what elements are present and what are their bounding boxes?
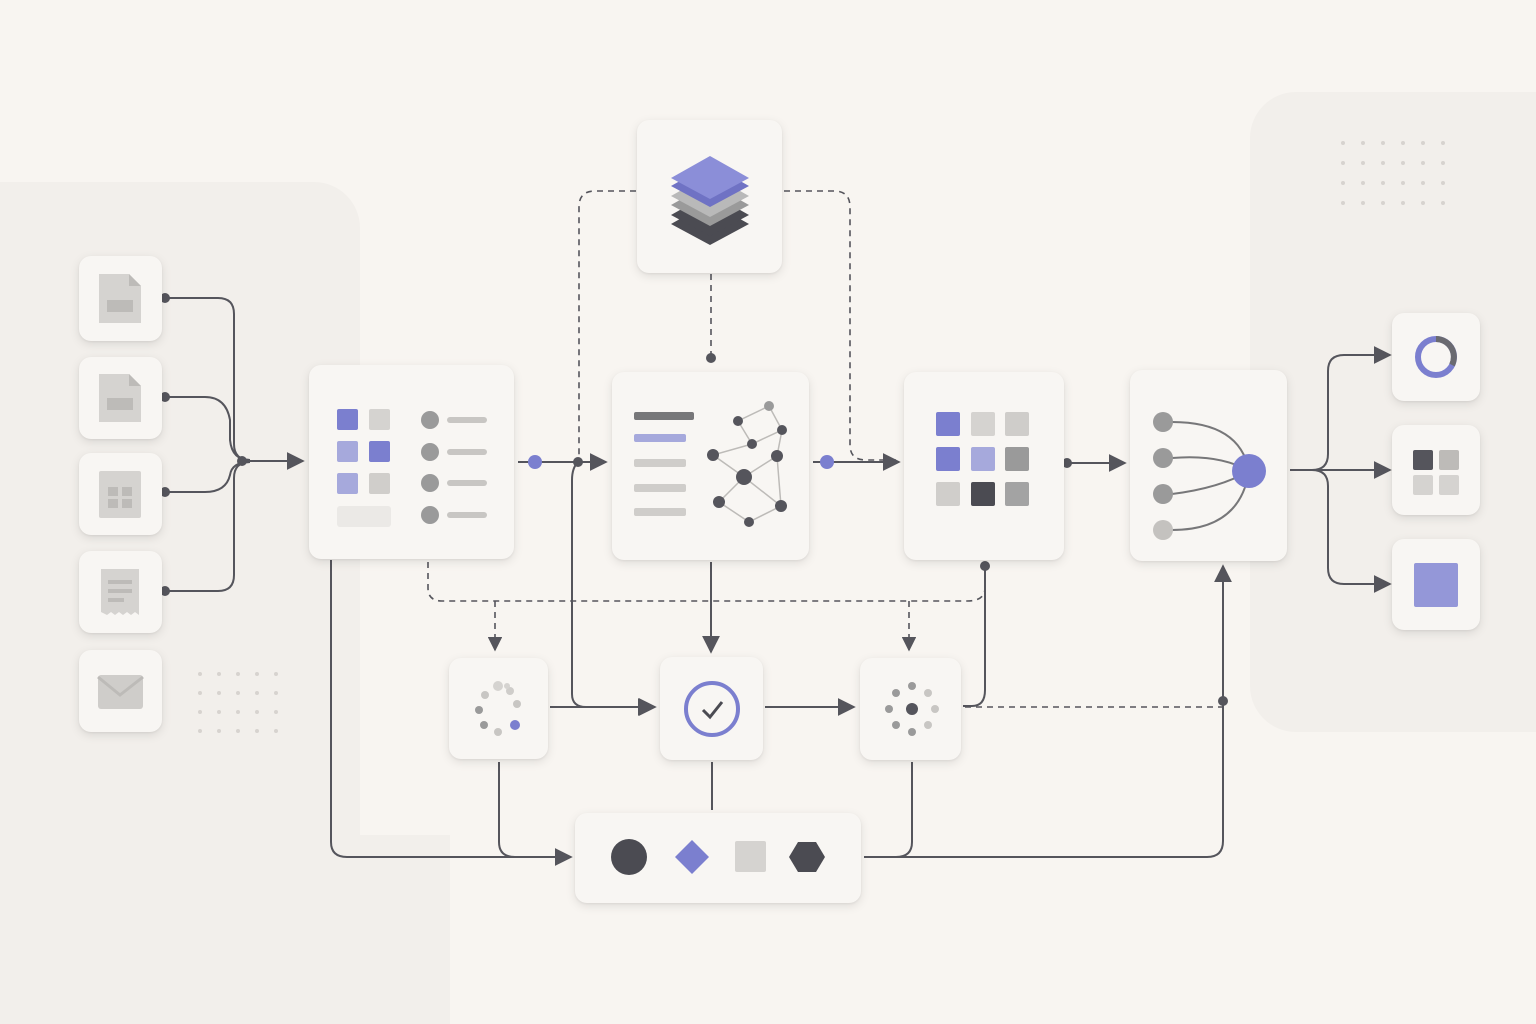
decorative-dot <box>217 729 221 733</box>
network-graph-icon <box>634 401 787 527</box>
diamond-shape-icon <box>675 840 709 874</box>
decorative-dot <box>198 710 202 714</box>
input-card-document-1[interactable] <box>79 256 162 341</box>
decorative-dot <box>1441 141 1445 145</box>
decorative-dot <box>1401 181 1405 185</box>
dashed-connectors <box>427 190 1223 708</box>
right-background-panel <box>1250 92 1536 732</box>
decorative-dot <box>1381 141 1385 145</box>
decorative-dot <box>236 691 240 695</box>
decorative-dot <box>1401 141 1405 145</box>
filled-square-icon <box>1414 563 1458 607</box>
hexagon-shape-icon <box>789 842 825 872</box>
decorative-dot <box>274 691 278 695</box>
input-card-spreadsheet[interactable] <box>79 453 162 535</box>
stacked-layers-icon <box>671 156 749 245</box>
decorative-dot <box>1341 181 1345 185</box>
status-node-radial[interactable] <box>860 658 961 760</box>
decorative-dot <box>1361 201 1365 205</box>
merge-fan-icon <box>1153 412 1266 540</box>
decorative-dot <box>1341 141 1345 145</box>
output-card-grid[interactable] <box>1392 425 1480 515</box>
output-card-square[interactable] <box>1392 539 1480 630</box>
solid-connectors <box>165 297 1392 866</box>
decorative-dot <box>255 672 259 676</box>
decorative-dot <box>255 691 259 695</box>
stage-grid-matrix[interactable] <box>904 372 1064 560</box>
input-card-receipt[interactable] <box>79 551 162 633</box>
data-list-icon <box>337 409 487 527</box>
receipt-icon <box>101 569 139 615</box>
decorative-dot <box>1441 161 1445 165</box>
decorative-dot <box>255 710 259 714</box>
grid-tiles-icon <box>1413 450 1459 495</box>
decorative-dot <box>1341 161 1345 165</box>
decorative-dot <box>1361 181 1365 185</box>
decorative-dot <box>274 672 278 676</box>
decorative-dot <box>1361 161 1365 165</box>
input-card-document-2[interactable] <box>79 357 162 439</box>
shapes-bar[interactable] <box>575 813 861 903</box>
decorative-dot-grid-left <box>198 672 278 733</box>
decorative-dot <box>1381 181 1385 185</box>
status-node-complete[interactable] <box>660 657 763 760</box>
circle-shape-icon <box>611 839 647 875</box>
decorative-dot <box>236 672 240 676</box>
decorative-dot-grid-right <box>1341 141 1445 205</box>
decorative-dot <box>217 672 221 676</box>
decorative-dot <box>1401 161 1405 165</box>
input-card-email[interactable] <box>79 650 162 732</box>
document-icon <box>99 274 141 323</box>
top-layers-node[interactable] <box>637 120 782 273</box>
decorative-dot <box>1401 201 1405 205</box>
document-icon <box>99 374 141 422</box>
decorative-dot <box>274 710 278 714</box>
stage-data-list[interactable] <box>309 365 514 559</box>
decorative-dot <box>1381 161 1385 165</box>
decorative-dot <box>198 691 202 695</box>
decorative-dot <box>236 729 240 733</box>
decorative-dot <box>198 729 202 733</box>
stage-network-graph[interactable] <box>612 372 809 560</box>
connector-dots <box>160 293 1228 706</box>
decorative-dot <box>1381 201 1385 205</box>
grid-matrix-icon <box>936 412 1029 506</box>
status-node-loading[interactable] <box>449 658 548 759</box>
decorative-dot <box>217 710 221 714</box>
spreadsheet-icon <box>99 471 141 518</box>
check-circle-icon <box>684 681 740 737</box>
decorative-dot <box>255 729 259 733</box>
decorative-dot <box>1441 181 1445 185</box>
shapes-bar-icons <box>611 839 825 875</box>
decorative-dot <box>1421 201 1425 205</box>
decorative-dot <box>1421 181 1425 185</box>
donut-ring-icon <box>1415 336 1457 378</box>
output-card-donut[interactable] <box>1392 313 1480 401</box>
decorative-dot <box>1421 141 1425 145</box>
decorative-dot <box>274 729 278 733</box>
stage-merge[interactable] <box>1130 370 1287 561</box>
decorative-dot <box>1341 201 1345 205</box>
loading-spinner-icon <box>475 681 521 736</box>
envelope-icon <box>97 675 144 709</box>
decorative-dot <box>1361 141 1365 145</box>
decorative-dot <box>1421 161 1425 165</box>
radial-dots-icon <box>885 682 939 736</box>
decorative-dot <box>217 691 221 695</box>
square-shape-icon <box>735 841 766 872</box>
bottom-background-panel <box>250 835 450 1024</box>
decorative-dot <box>198 672 202 676</box>
decorative-dot <box>1441 201 1445 205</box>
decorative-dot <box>236 710 240 714</box>
